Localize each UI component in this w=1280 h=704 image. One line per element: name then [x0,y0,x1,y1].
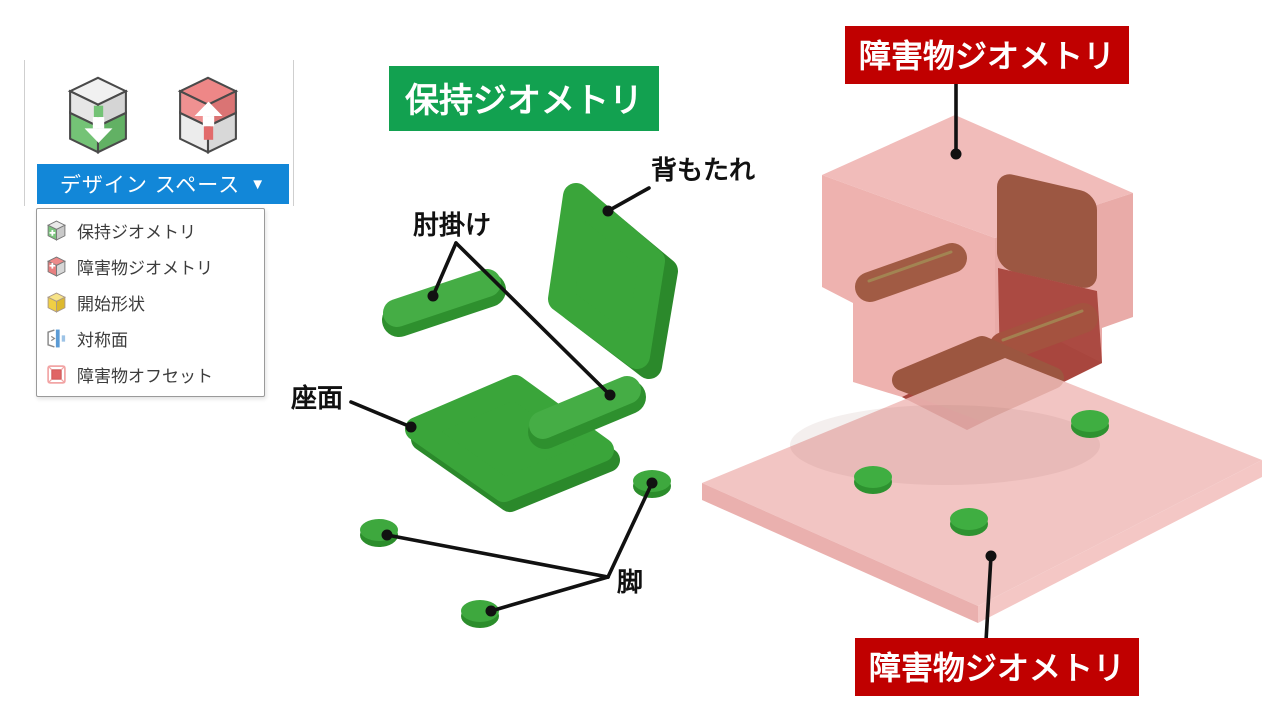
symmetry-plane-icon [47,329,66,348]
design-space-dropdown[interactable]: デザイン スペース ▼ [37,164,289,204]
menu-item-label: 障害物オフセット [77,367,213,387]
design-space-toolbar: デザイン スペース ▼ [24,60,294,206]
leader-lines [349,74,993,643]
menu-item-preserve-geometry[interactable]: 保持ジオメトリ [37,212,264,248]
menu-item-label: 開始形状 [77,294,145,314]
menu-item-label: 保持ジオメトリ [77,222,196,242]
obstacle-geometry-tool-icon[interactable] [177,74,239,156]
menu-item-obstacle-geometry[interactable]: 障害物ジオメトリ [37,248,264,284]
preserve-chair-geometry [360,183,678,628]
backrest-label: 背もたれ [651,155,756,185]
menu-item-obstacle-offset[interactable]: 障害物オフセット [37,357,264,393]
menu-item-symmetry-plane[interactable]: 対称面 [37,321,264,357]
up-arrow-glyph [194,101,223,140]
leader-dots [381,148,997,617]
seat-label: 座面 [291,383,344,413]
preserve-geometry-tool-icon[interactable] [67,74,129,156]
menu-item-label: 障害物ジオメトリ [77,258,213,278]
armrest-label: 肘掛け [413,210,492,240]
obstacle-geometry-banner-bottom: 障害物ジオメトリ [855,638,1140,696]
start-shape-cube-icon [47,292,66,313]
menu-item-starting-shape[interactable]: 開始形状 [37,284,264,320]
slab-footprint-discs [854,410,1109,536]
down-arrow-glyph [84,105,113,143]
leg-label: 脚 [617,567,644,597]
caret-down-icon: ▼ [250,175,267,193]
obstacle-cube-icon [47,256,66,277]
obstacle-slab-geometry [702,358,1262,623]
menu-item-label: 対称面 [77,331,128,351]
obstacle-geometry-banner-top: 障害物ジオメトリ [845,26,1130,84]
design-space-menu: 保持ジオメトリ 障害物ジオメトリ 開始形状 [36,208,265,397]
preserve-geometry-banner: 保持ジオメトリ [389,66,659,131]
design-space-dropdown-label: デザイン スペース [59,174,241,197]
obstacle-offset-icon [47,365,66,385]
preserve-cube-icon [47,220,66,241]
